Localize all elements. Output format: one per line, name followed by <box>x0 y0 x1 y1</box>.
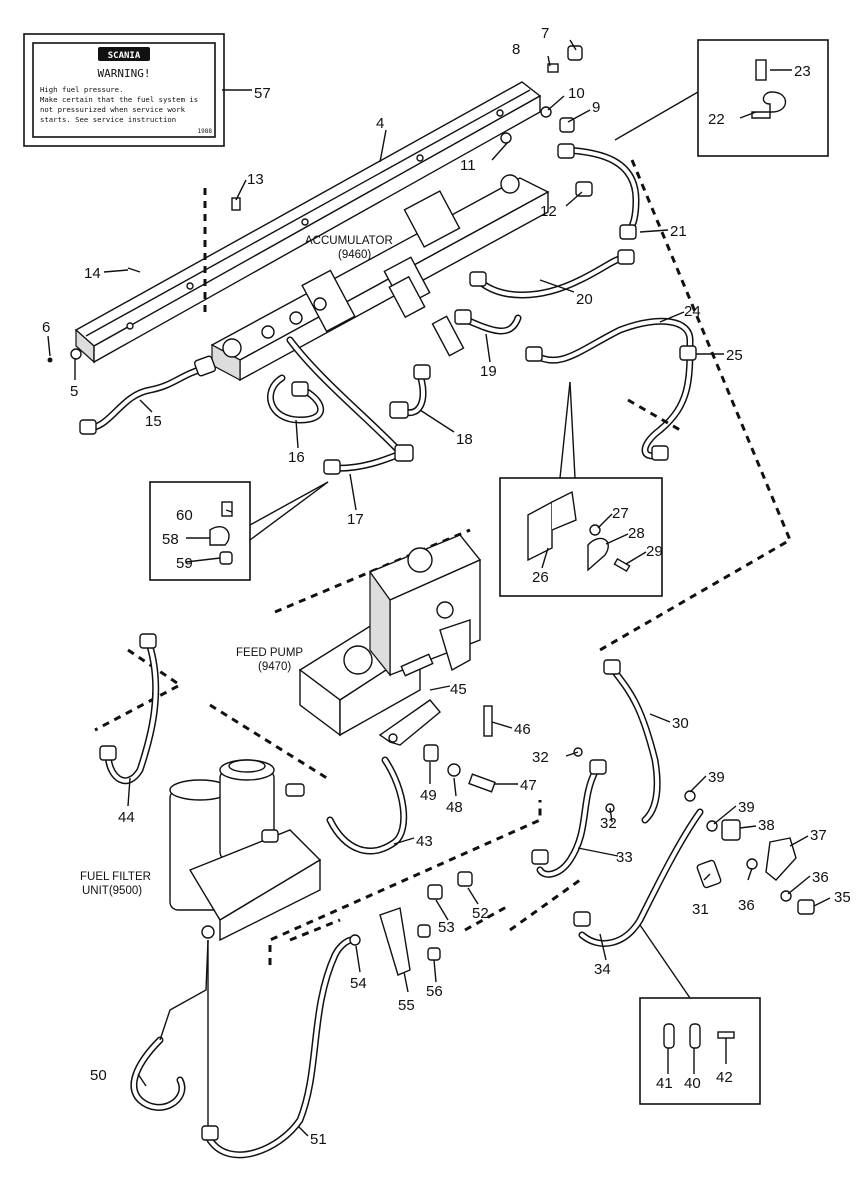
callout-49: 49 <box>420 787 437 804</box>
callout-28: 28 <box>628 525 645 542</box>
high-pressure-pipes <box>79 143 697 475</box>
callout-58: 58 <box>162 531 179 548</box>
callout-21: 21 <box>670 223 687 240</box>
callout-52: 52 <box>472 905 489 922</box>
callout-35: 35 <box>834 889 851 906</box>
callout-32b: 32 <box>600 815 617 832</box>
callout-13: 13 <box>247 171 264 188</box>
callout-54: 54 <box>350 975 367 992</box>
label-feed-pump-code: (9470) <box>258 661 291 673</box>
callout-18: 18 <box>456 431 473 448</box>
callout-53: 53 <box>438 919 455 936</box>
callout-10: 10 <box>568 85 585 102</box>
callout-51: 51 <box>310 1131 327 1148</box>
callout-6: 6 <box>42 319 50 336</box>
detail-box-22-23 <box>614 39 829 157</box>
callout-37: 37 <box>810 827 827 844</box>
callout-15: 15 <box>145 413 162 430</box>
callout-20: 20 <box>576 291 593 308</box>
detail-box-58-60 <box>149 481 329 581</box>
callout-47: 47 <box>520 777 537 794</box>
warning-brand: SCANIA <box>108 51 141 61</box>
callout-5: 5 <box>70 383 78 400</box>
callout-60: 60 <box>176 507 193 524</box>
warning-line-4: starts. See service instruction <box>40 115 176 124</box>
warning-line-2: Make certain that the fuel system is <box>40 95 198 104</box>
callout-56: 56 <box>426 983 443 1000</box>
detail-box-40-42 <box>639 924 761 1105</box>
callout-4: 4 <box>376 115 384 132</box>
callout-25: 25 <box>726 347 743 364</box>
callout-46: 46 <box>514 721 531 738</box>
callout-43: 43 <box>416 833 433 850</box>
callout-36a: 36 <box>812 869 829 886</box>
callout-33: 33 <box>616 849 633 866</box>
warning-plate: SCANIA WARNING! High fuel pressure. Make… <box>23 33 225 147</box>
callout-30: 30 <box>672 715 689 732</box>
callout-41: 41 <box>656 1075 673 1092</box>
label-fuel-filter: FUEL FILTER <box>80 871 151 883</box>
feed-pump <box>298 534 482 737</box>
callout-7: 7 <box>541 25 549 42</box>
callout-9: 9 <box>592 99 600 116</box>
callout-34: 34 <box>594 961 611 978</box>
callout-38: 38 <box>758 817 775 834</box>
callout-23: 23 <box>794 63 811 80</box>
leader-lines <box>47 39 831 1137</box>
callout-17: 17 <box>347 511 364 528</box>
callout-16: 16 <box>288 449 305 466</box>
warning-code: 1988 <box>198 128 213 135</box>
callout-19: 19 <box>480 363 497 380</box>
callout-45: 45 <box>450 681 467 698</box>
callout-8: 8 <box>512 41 520 58</box>
warning-line-1: High fuel pressure. <box>40 85 123 94</box>
callout-26: 26 <box>532 569 549 586</box>
callout-42: 42 <box>716 1069 733 1086</box>
callout-numbers: 4 5 6 7 8 9 10 11 12 13 14 15 16 17 18 1… <box>42 25 851 1148</box>
accumulator-body <box>210 174 550 382</box>
label-accumulator-code: (9460) <box>338 249 371 261</box>
callout-24: 24 <box>684 303 701 320</box>
callout-31: 31 <box>692 901 709 918</box>
label-accumulator: ACCUMULATOR <box>305 235 393 247</box>
callout-11: 11 <box>460 157 476 174</box>
callout-48: 48 <box>446 799 463 816</box>
callout-50: 50 <box>90 1067 107 1084</box>
callout-27: 27 <box>612 505 629 522</box>
label-feed-pump: FEED PUMP <box>236 647 303 659</box>
callout-40: 40 <box>684 1075 701 1092</box>
callout-44: 44 <box>118 809 135 826</box>
callout-32a: 32 <box>532 749 549 766</box>
callout-29: 29 <box>646 543 663 560</box>
callout-12: 12 <box>540 203 557 220</box>
warning-heading: WARNING! <box>98 67 151 80</box>
feed-pump-bracket <box>378 699 496 793</box>
callout-39a: 39 <box>708 769 725 786</box>
callout-39b: 39 <box>738 799 755 816</box>
callout-36b: 36 <box>738 897 755 914</box>
label-fuel-filter-code: UNIT(9500) <box>82 885 142 897</box>
fuel-filter-unit <box>169 759 322 942</box>
callout-55: 55 <box>398 997 415 1014</box>
callout-59: 59 <box>176 555 193 572</box>
callout-22: 22 <box>708 111 725 128</box>
warning-line-3: not pressurized when service work <box>40 105 186 114</box>
part-labels: ACCUMULATOR (9460) FEED PUMP (9470) FUEL… <box>80 235 393 897</box>
callout-57: 57 <box>254 85 271 102</box>
callout-14: 14 <box>84 265 101 282</box>
detail-box-26-29 <box>499 381 663 597</box>
scania-logo <box>98 47 150 61</box>
